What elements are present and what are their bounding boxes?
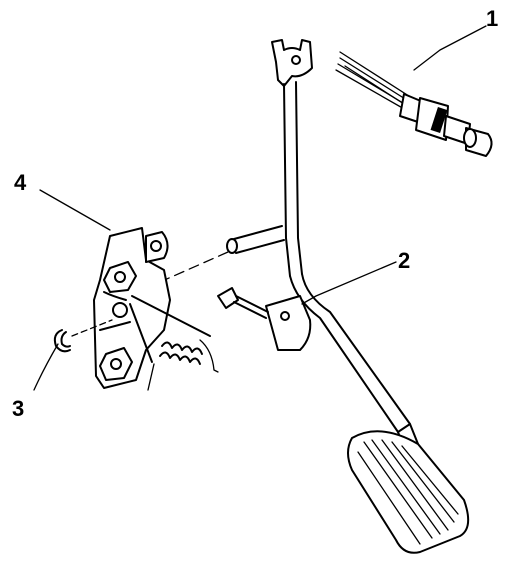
retaining-clip-part-3 (53, 319, 113, 353)
return-spring (129, 295, 219, 391)
pivot-pin (159, 225, 285, 283)
callout-4: 4 (14, 170, 27, 195)
callout-2: 2 (398, 248, 410, 273)
callout-1: 1 (486, 6, 498, 31)
callout-leaders (33, 25, 487, 391)
leader-1 (413, 25, 487, 71)
callout-3: 3 (12, 396, 24, 421)
cable-connector-part-1 (335, 51, 493, 157)
leader-4 (39, 189, 111, 231)
accelerator-pedal-part-2 (217, 39, 470, 554)
leader-2 (301, 261, 397, 305)
leader-3 (33, 343, 59, 391)
